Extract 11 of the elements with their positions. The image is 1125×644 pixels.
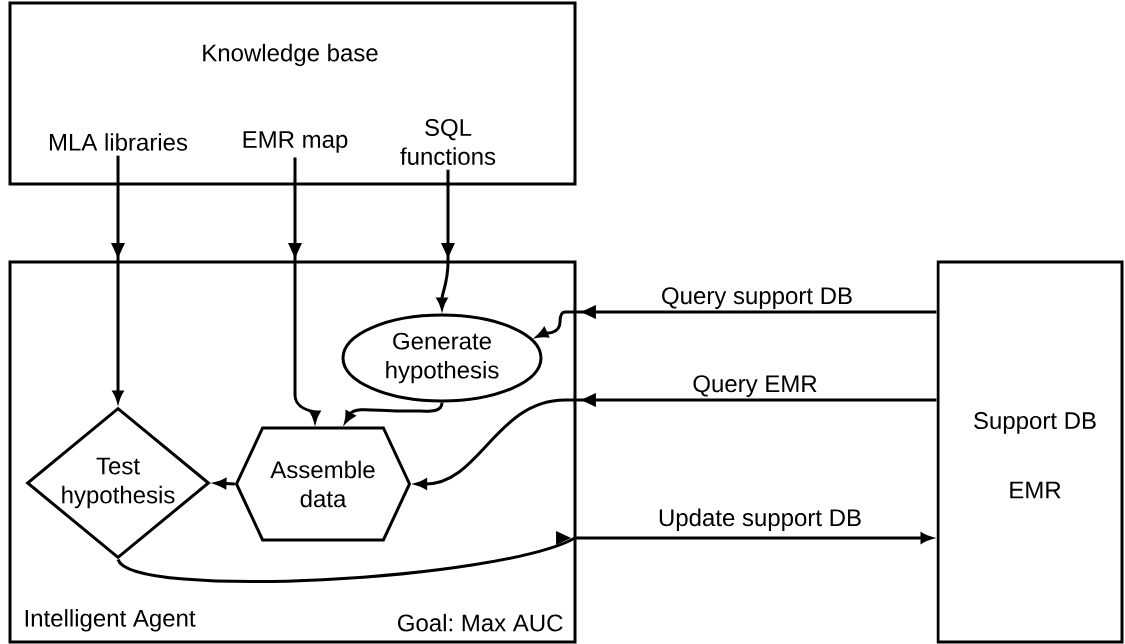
source-label: SQL functions <box>400 119 496 165</box>
source-label: EMR map <box>243 131 348 153</box>
arrow <box>117 531 933 583</box>
edge-label: Query EMR <box>691 374 819 398</box>
edge-label: Query support DB <box>659 286 855 310</box>
arrow <box>288 157 321 423</box>
process-hexagon: Assemble data <box>234 426 412 542</box>
database-box: Support DB EMR <box>936 260 1124 644</box>
source-label: MLA libraries <box>49 133 188 151</box>
arrow <box>436 169 455 310</box>
edge-label: Update support DB <box>656 507 864 532</box>
